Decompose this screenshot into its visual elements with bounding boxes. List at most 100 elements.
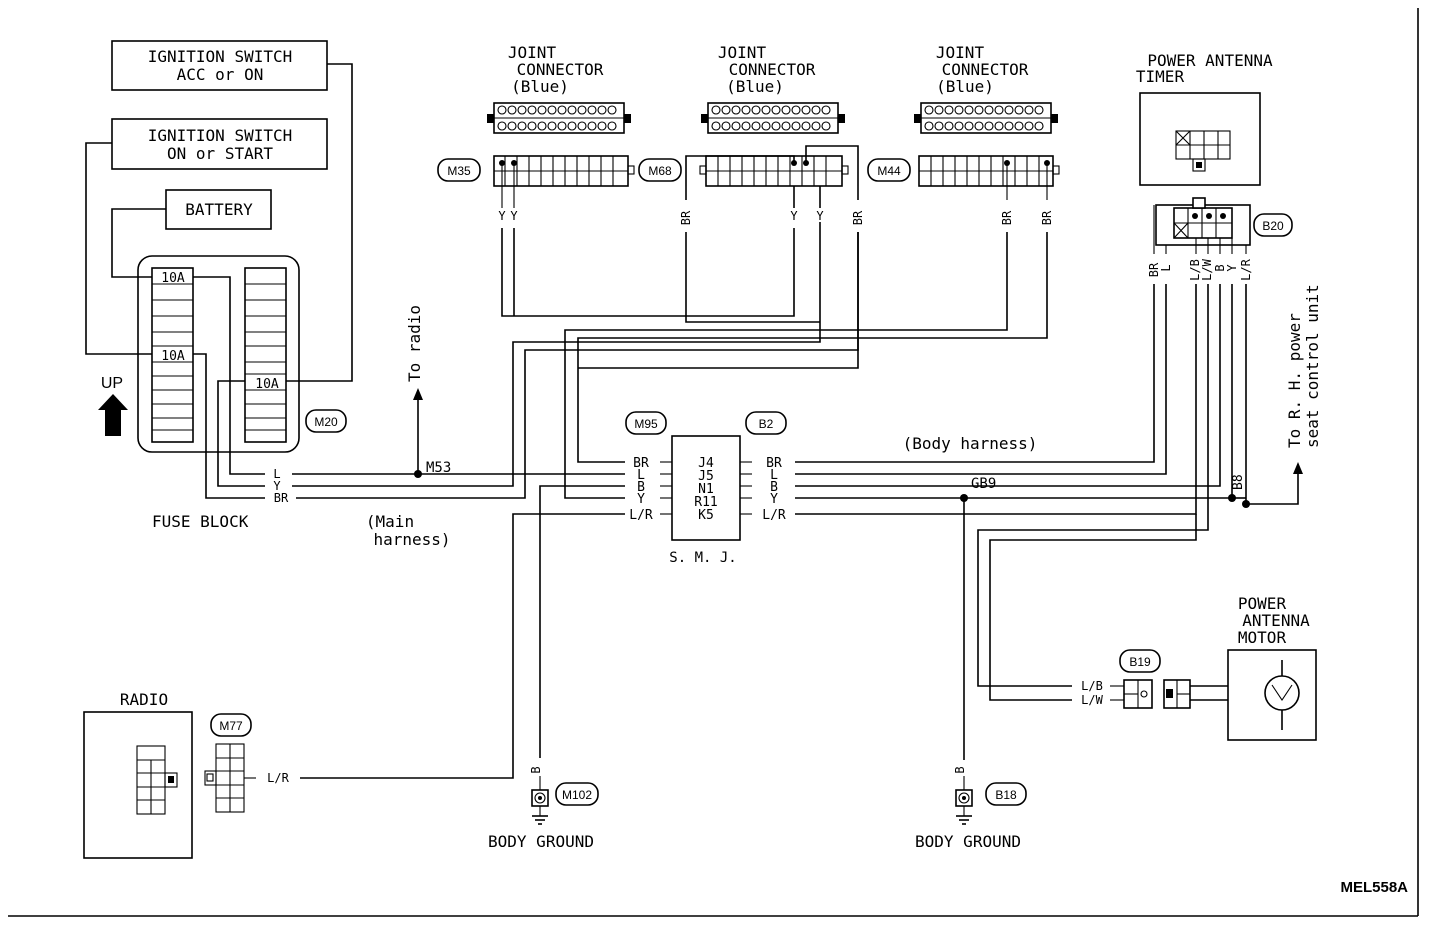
svg-text:M77: M77: [219, 719, 243, 733]
svg-text:M68: M68: [648, 164, 672, 178]
wire-acc: [285, 63, 353, 382]
wire-br-jc2: [578, 232, 859, 369]
wire-fuse-br: [193, 353, 265, 499]
m102-wire-b: B: [529, 766, 543, 773]
b8-label: B8: [1231, 474, 1246, 490]
wire-br-body: [795, 284, 1155, 463]
b2-connector-id: B2: [745, 411, 787, 435]
to-radio-arrow-icon: [413, 388, 423, 400]
pam-label-1: POWER: [1238, 594, 1287, 613]
wire-br-m68: [685, 232, 820, 323]
svg-text:B20: B20: [1262, 219, 1284, 233]
m68-wire-br: BR: [679, 210, 693, 225]
smj-right-y: Y: [770, 492, 778, 507]
svg-text:B2: B2: [759, 417, 774, 431]
b20-wire-lb: L/B: [1188, 259, 1202, 281]
wire-br-m44-a: [564, 232, 1008, 499]
body-ground-2-label: BODY GROUND: [915, 832, 1021, 851]
to-rh-label-2: seat control unit: [1303, 284, 1322, 448]
to-rh-label-1: To R. H. power: [1285, 313, 1304, 448]
wire-battery: [111, 208, 166, 278]
smj-left-y: Y: [637, 492, 645, 507]
fuse-10a-1: 10A: [161, 271, 185, 286]
wire-y-loop: [501, 228, 795, 317]
m68-wire-y1: Y: [790, 209, 798, 223]
wire-b-body: [795, 284, 1221, 487]
ignition-switch-acc-on-label-1: IGNITION SWITCH: [148, 47, 293, 66]
svg-text:M95: M95: [634, 417, 658, 431]
m20-connector-id: M20: [305, 409, 347, 433]
body-harness-label: (Body harness): [903, 434, 1038, 453]
smj-pin-k5: K5: [698, 508, 714, 523]
smj-left-b: B: [637, 480, 645, 495]
m68-wire-y2: Y: [816, 209, 824, 223]
wire-lb-b19: [977, 284, 1209, 687]
b20-connector-id: B20: [1253, 213, 1293, 237]
m77-connector-id: M77: [210, 713, 252, 737]
wire-lr-radio: [300, 513, 625, 779]
jc2-label-2: CONNECTOR: [729, 60, 816, 79]
joint-connector-3: JOINT CONNECTOR (Blue): [914, 43, 1060, 187]
smj-label: S. M. J.: [669, 550, 736, 566]
power-antenna-motor: POWER ANTENNA MOTOR: [1227, 594, 1317, 741]
joint-connector-1: JOINT CONNECTOR (Blue): [487, 43, 635, 187]
wire-l-body: [795, 284, 1167, 475]
fuse-wire-l: L: [273, 467, 280, 481]
wire-fuse-y: [217, 380, 265, 487]
radio-label: RADIO: [120, 690, 168, 709]
b20-wire-b: B: [1213, 264, 1227, 271]
m44-wire-br-left: BR: [851, 210, 865, 225]
m44-wire-br2: BR: [1040, 210, 1054, 225]
b20-wire-l: L: [1159, 264, 1173, 271]
smj-pin-n1: N1: [698, 482, 714, 497]
m44-connector-id: M44: [867, 158, 911, 182]
ignition-switch-on-start-box: IGNITION SWITCH ON or START: [111, 118, 328, 170]
wire-fuse-l: [193, 276, 265, 475]
smj-left-lr: L/R: [629, 508, 653, 523]
battery-label: BATTERY: [185, 200, 253, 219]
smj-pin-j4: J4: [698, 456, 714, 471]
b18-wire-b: B: [953, 766, 967, 773]
jc2-label-1: JOINT: [718, 43, 767, 62]
b19-connector: [1123, 679, 1191, 709]
fuse-wire-br: BR: [274, 491, 289, 505]
svg-text:M102: M102: [562, 788, 592, 802]
main-harness-label-2: harness): [373, 530, 450, 549]
m35-wire-y2: Y: [510, 209, 518, 223]
diagram-code: MEL558A: [1340, 879, 1408, 896]
wire-b-m102: [539, 485, 625, 758]
b20-wire-br: BR: [1147, 262, 1161, 277]
smj-pin-j5: J5: [698, 469, 714, 484]
wire-br-m44-b: [577, 232, 1048, 463]
fuse-block-label: FUSE BLOCK: [152, 512, 249, 531]
pat-label-2: TIMER: [1136, 67, 1185, 86]
smj-right-br: BR: [766, 456, 782, 471]
wire-lr-to-rh: [1245, 284, 1299, 505]
jc1-label-2: CONNECTOR: [517, 60, 604, 79]
svg-text:M44: M44: [877, 164, 901, 178]
b20-wire-y: Y: [1225, 264, 1239, 272]
m77-connector: [204, 743, 256, 813]
b19-wire-lb: L/B: [1081, 679, 1103, 693]
jc3-label-2: CONNECTOR: [942, 60, 1029, 79]
gb9-label: GB9: [971, 476, 996, 492]
m35-connector-id: M35: [437, 158, 481, 182]
m95-connector-id: M95: [625, 411, 667, 435]
to-rh-arrow-icon: [1293, 462, 1303, 474]
m35-wire-y1: Y: [498, 209, 506, 223]
jc2-label-3: (Blue): [726, 77, 784, 96]
main-harness-label-1: (Main: [366, 512, 414, 531]
smj-pin-r11: R11: [694, 495, 717, 510]
m68-connector-id: M68: [638, 158, 682, 182]
b18-connector-id: B18: [985, 782, 1027, 806]
svg-text:M20: M20: [314, 415, 338, 429]
power-antenna-timer: POWER ANTENNA TIMER: [1136, 51, 1273, 186]
to-radio-label: To radio: [405, 305, 424, 382]
body-ground-1-label: BODY GROUND: [488, 832, 594, 851]
wire-lw-b19: [989, 514, 1197, 701]
b19-connector-id: B19: [1119, 649, 1161, 673]
fuse-block: 10A 10A 10A FUSE BLOCK: [137, 255, 300, 531]
smj-left-l: L: [637, 468, 645, 483]
m102-connector-id: M102: [555, 782, 599, 806]
